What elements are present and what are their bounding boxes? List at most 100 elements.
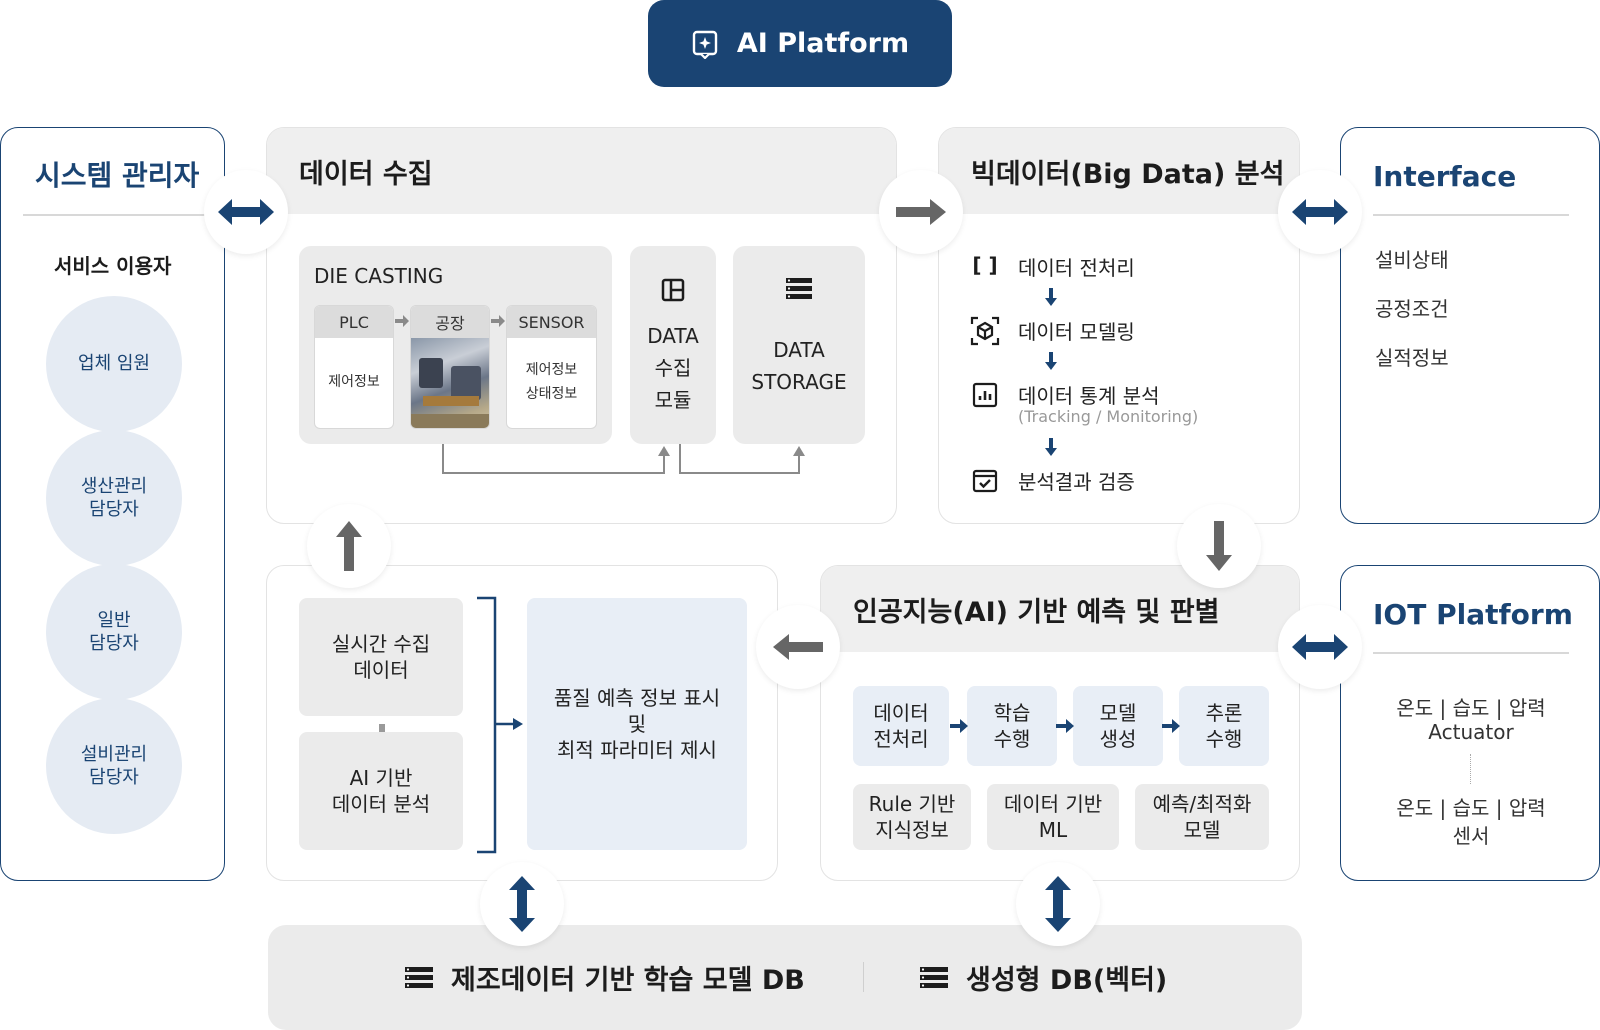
bracket-connector <box>477 596 523 854</box>
connector-admin-collection <box>204 170 288 254</box>
step-statistics-sub: (Tracking / Monitoring) <box>1018 407 1199 426</box>
arrow-right-icon <box>491 315 505 327</box>
divider <box>23 214 207 216</box>
double-arrow-vertical-icon <box>1045 876 1071 932</box>
plc-body: 제어정보 <box>328 374 380 391</box>
iot-actuator-params: 온도 | 습도 | 압력 <box>1396 696 1546 720</box>
iot-actuator-label: Actuator <box>1428 720 1514 744</box>
interface-panel: Interface 설비상태 공정조건 실적정보 <box>1340 127 1600 524</box>
database-icon <box>405 966 433 988</box>
stats-chart-icon <box>970 380 1000 410</box>
ai-platform-title: AI Platform <box>736 28 910 59</box>
quality-prediction-box: 품질 예측 정보 표시 및 최적 파라미터 제시 <box>527 598 747 850</box>
ai-flow-training: 학습 수행 <box>967 686 1057 766</box>
data-storage-box: DATA STORAGE <box>733 246 865 444</box>
user-circle-production: 생산관리 담당자 <box>46 430 182 566</box>
step-validation: 분석결과 검증 <box>1018 470 1135 494</box>
connector-collection-bigdata <box>879 170 963 254</box>
factory-image <box>411 338 489 428</box>
db-divider <box>863 962 864 992</box>
interface-title: Interface <box>1373 160 1517 193</box>
arrow-up-icon <box>336 521 362 571</box>
flow-connector <box>442 444 805 474</box>
arrow-left-icon <box>773 634 823 660</box>
user-circle-facility: 설비관리 담당자 <box>46 698 182 834</box>
sensor-body: 제어정보 상태정보 <box>525 362 578 402</box>
system-admin-title: 시스템 관리자 <box>35 159 200 192</box>
connector-ai-db <box>1016 862 1100 946</box>
ai-flow-model: 모델 생성 <box>1073 686 1163 766</box>
connector-bigdata-ai <box>1177 504 1261 588</box>
iot-platform-title: IOT Platform <box>1373 598 1573 631</box>
double-arrow-horizontal-icon <box>1292 199 1348 225</box>
ai-flow-inference: 추론 수행 <box>1179 686 1269 766</box>
arrow-right-icon <box>1162 719 1180 733</box>
manufacturing-db-label: 제조데이터 기반 학습 모델 DB <box>405 958 805 997</box>
connector-realtime-collection <box>307 504 391 588</box>
factory-head: 공장 <box>411 306 489 338</box>
big-data-title: 빅데이터(Big Data) 분석 <box>939 128 1299 214</box>
divider <box>1373 214 1569 216</box>
ai-flow-preprocess: 데이터 전처리 <box>853 686 949 766</box>
manufacturing-db-text: 제조데이터 기반 학습 모델 DB <box>451 965 805 996</box>
ai-platform-badge: AI Platform <box>648 0 952 87</box>
arrow-right-icon <box>1056 719 1074 733</box>
arrow-right-icon <box>395 315 409 327</box>
connector-bigdata-interface <box>1278 170 1362 254</box>
data-module-box: DATA 수집 모듈 <box>630 246 716 444</box>
dotted-divider <box>1470 754 1471 784</box>
data-collection-title: 데이터 수집 <box>267 128 896 214</box>
ai-analysis-box: AI 기반 데이터 분석 <box>299 732 463 850</box>
generative-db-text: 생성형 DB(벡터) <box>966 965 1168 996</box>
iot-sensor-label: 센서 <box>1452 824 1490 848</box>
model-cube-icon <box>970 316 1000 346</box>
arrow-down-icon <box>1045 288 1057 306</box>
generative-db-label: 생성형 DB(벡터) <box>920 958 1167 997</box>
realtime-data-box: 실시간 수집 데이터 <box>299 598 463 716</box>
user-circle-general: 일반 담당자 <box>46 564 182 700</box>
bracket-icon: [ ] <box>972 253 998 277</box>
data-module-label: DATA 수집 모듈 <box>647 324 699 412</box>
step-preprocess: 데이터 전처리 <box>1018 256 1135 280</box>
check-icon <box>970 465 1000 495</box>
data-collection-panel: 데이터 수집 DIE CASTING PLC 제어정보 공장 SENSOR 제어… <box>266 127 897 524</box>
arrow-down-icon <box>1045 352 1057 370</box>
interface-item: 공정조건 <box>1375 297 1449 321</box>
iot-platform-panel: IOT Platform 온도 | 습도 | 압력 Actuator 온도 | … <box>1340 565 1600 881</box>
ai-rule-box: Rule 기반 지식정보 <box>853 784 971 850</box>
arrow-right-icon <box>950 719 968 733</box>
storage-icon <box>786 278 812 299</box>
arrow-right-icon <box>896 199 946 225</box>
arrow-down-icon <box>1206 521 1232 571</box>
step-statistics: 데이터 통계 분석 <box>1018 384 1160 408</box>
big-data-panel: 빅데이터(Big Data) 분석 <box>938 127 1300 524</box>
user-circle-executive: 업체 임원 <box>46 296 182 432</box>
connector-ai-iot <box>1278 605 1362 689</box>
database-icon <box>920 966 948 988</box>
module-icon <box>661 278 685 302</box>
connector-realtime-db <box>480 862 564 946</box>
db-bar <box>268 925 1302 1030</box>
data-storage-label: DATA STORAGE <box>751 338 847 394</box>
arrow-down-icon <box>1045 438 1057 456</box>
sensor-head: SENSOR <box>507 306 596 338</box>
double-arrow-horizontal-icon <box>218 199 274 225</box>
ai-optimization-box: 예측/최적화 모델 <box>1135 784 1269 850</box>
double-arrow-horizontal-icon <box>1292 634 1348 660</box>
die-casting-title: DIE CASTING <box>314 264 444 288</box>
factory-column: 공장 <box>410 305 490 429</box>
ai-prediction-panel: 인공지능(AI) 기반 예측 및 판별 데이터 전처리 학습 수행 모델 생성 … <box>820 565 1300 881</box>
double-arrow-vertical-icon <box>509 876 535 932</box>
ai-sparkle-icon <box>692 30 718 59</box>
system-admin-panel: 시스템 관리자 서비스 이용자 업체 임원 생산관리 담당자 일반 담당자 설비… <box>0 127 225 881</box>
step-modeling: 데이터 모델링 <box>1018 320 1135 344</box>
plc-head: PLC <box>315 306 393 338</box>
interface-item: 설비상태 <box>1375 248 1449 272</box>
iot-sensor-params: 온도 | 습도 | 압력 <box>1396 796 1546 820</box>
service-user-label: 서비스 이용자 <box>54 254 172 278</box>
plc-column: PLC 제어정보 <box>314 305 394 429</box>
die-casting-box: DIE CASTING PLC 제어정보 공장 SENSOR 제어정보 상태정보 <box>299 246 612 444</box>
divider <box>1373 652 1569 654</box>
realtime-panel: 실시간 수집 데이터 AI 기반 데이터 분석 품질 예측 정보 표시 및 최적… <box>266 565 778 881</box>
interface-item: 실적정보 <box>1375 346 1449 370</box>
